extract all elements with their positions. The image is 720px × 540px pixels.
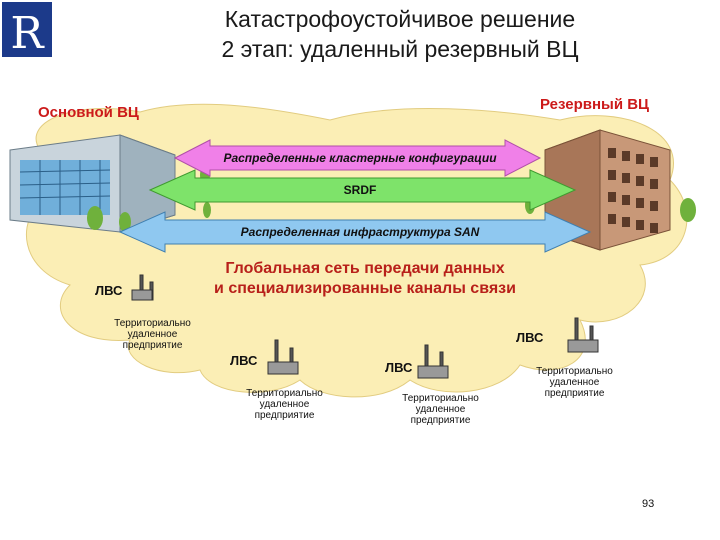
branch-lan-label: ЛВС bbox=[230, 353, 258, 368]
branch-site-line: предприятие bbox=[254, 410, 315, 421]
network-title: Глобальная сеть передачи данных и специа… bbox=[180, 259, 550, 299]
branch-lan-label: ЛВС bbox=[385, 360, 413, 375]
branch-site-line: предприятие bbox=[410, 415, 471, 426]
lan-network-icon bbox=[267, 339, 299, 375]
primary-datacenter-building bbox=[9, 134, 211, 233]
branch-site-label: Территориально удаленное предприятие bbox=[522, 366, 627, 399]
lan-network-icon bbox=[417, 344, 449, 379]
cluster-config-label: Распределенные кластерные конфигурации bbox=[223, 151, 497, 165]
branch-site-line: предприятие bbox=[122, 340, 183, 351]
cluster-config-arrow bbox=[173, 139, 542, 177]
san-label: Распределенная инфраструктура SAN bbox=[240, 225, 480, 239]
branch-site-line: предприятие bbox=[544, 388, 605, 399]
branch-site-line: Территориально bbox=[536, 366, 613, 377]
branch-lan-label: ЛВС bbox=[516, 330, 544, 345]
network-title-line1: Глобальная сеть передачи данных bbox=[225, 260, 505, 277]
slide-title: Катастрофоустойчивое решение 2 этап: уда… bbox=[120, 4, 680, 64]
page-number: 93 bbox=[642, 498, 655, 510]
lan-network-icon bbox=[567, 317, 599, 353]
slide-title-line1: Катастрофоустойчивое решение bbox=[224, 6, 576, 32]
branch-site-label: Территориально удаленное предприятие bbox=[232, 388, 337, 421]
lan-network-icon bbox=[131, 274, 154, 301]
branch-site-line: удаленное bbox=[127, 329, 178, 340]
branch-site-line: Территориально bbox=[246, 388, 323, 399]
branch-site-line: Территориально bbox=[114, 318, 191, 329]
svg-text:R: R bbox=[10, 8, 45, 59]
branch-site-line: удаленное bbox=[549, 377, 600, 388]
branch-site-label: Территориально удаленное предприятие bbox=[388, 393, 493, 426]
branch-site-line: Территориально bbox=[402, 393, 479, 404]
network-title-line2: и специализированные каналы связи bbox=[214, 280, 516, 297]
branch-lan-label: ЛВС bbox=[95, 283, 123, 298]
branch-site-label: Территориально удаленное предприятие bbox=[100, 318, 205, 351]
srdf-label: SRDF bbox=[343, 183, 377, 197]
branch-site-line: удаленное bbox=[259, 399, 310, 410]
branch-site-line: удаленное bbox=[415, 404, 466, 415]
hse-logo-icon: R bbox=[2, 2, 52, 59]
backup-site-label: Резервный ВЦ bbox=[540, 96, 650, 113]
slide-title-line2: 2 этап: удаленный резервный ВЦ bbox=[221, 36, 579, 62]
primary-site-label: Основной ВЦ bbox=[38, 104, 139, 121]
san-arrow bbox=[118, 211, 592, 253]
srdf-arrow bbox=[148, 169, 577, 211]
